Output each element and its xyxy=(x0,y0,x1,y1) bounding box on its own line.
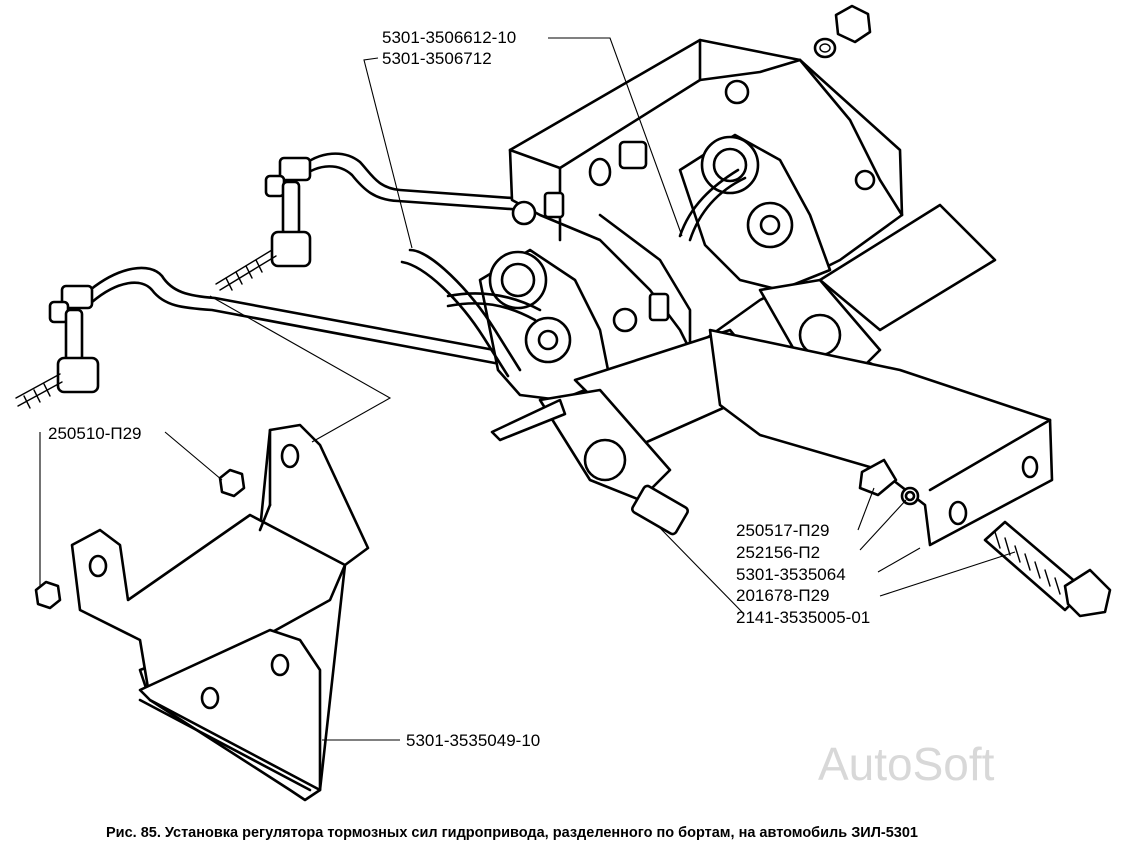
tee-fitting-lower xyxy=(15,284,100,409)
nut-washer-top xyxy=(813,4,872,59)
nut-small xyxy=(34,580,62,610)
part-label: 5301-3535064 xyxy=(736,565,846,584)
part-label: 201678-П29 xyxy=(736,586,830,605)
bolt xyxy=(983,520,1112,618)
part-label: 2141-3535005-01 xyxy=(736,608,870,627)
tee-fitting-upper xyxy=(215,156,312,291)
part-label: 5301-3535049-10 xyxy=(406,731,540,750)
part-label: 5301-3506612-10 xyxy=(382,28,516,47)
brake-pipe-lower xyxy=(88,266,507,366)
part-label: 250517-П29 xyxy=(736,521,830,540)
leader-lines xyxy=(39,37,1016,741)
lower-bracket xyxy=(70,423,370,802)
brake-pipe-upper xyxy=(298,152,542,213)
part-label: 252156-П2 xyxy=(736,543,820,562)
nut-small xyxy=(218,468,246,498)
mounting-plate xyxy=(708,328,1054,547)
part-label: 250510-П29 xyxy=(48,424,142,443)
pressure-regulator-right xyxy=(678,133,997,410)
watermark: AutoSoft xyxy=(818,738,995,790)
part-label: 5301-3506712 xyxy=(382,49,492,68)
figure-caption: Рис. 85. Установка регулятора тормозных … xyxy=(106,825,918,841)
